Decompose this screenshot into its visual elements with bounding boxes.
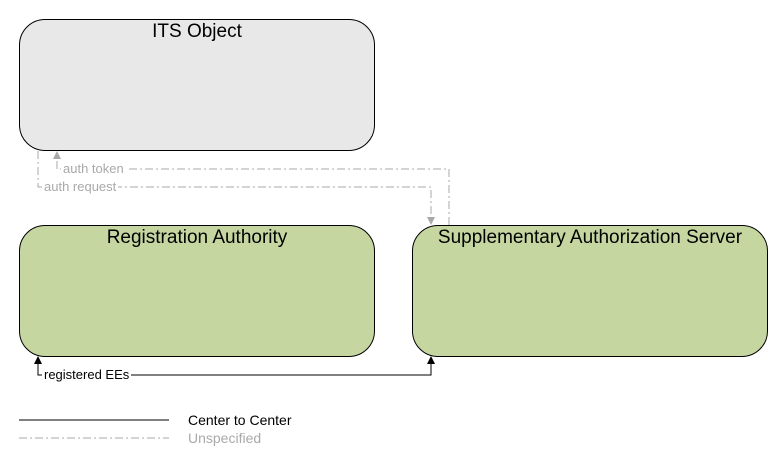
- auth-token-label: auth token: [61, 161, 126, 176]
- its-object-title: ITS Object: [152, 21, 242, 42]
- registration-authority-node: Registration Authority: [19, 225, 375, 357]
- registered-ees-arrowhead-sas: [427, 356, 435, 364]
- auth-request-arrowhead: [427, 217, 435, 225]
- its-object-node: ITS Object: [19, 19, 375, 151]
- registration-authority-title: Registration Authority: [106, 227, 288, 248]
- registered-ees-arrowhead-ra: [34, 356, 42, 364]
- legend-unspecified-label: Unspecified: [188, 430, 262, 446]
- registered-ees-flow-line: [37, 364, 432, 376]
- auth-request-label: auth request: [42, 179, 119, 194]
- auth-request-flow-line: [37, 151, 432, 218]
- supplementary-authorization-server-node: Supplementary Authorization Server: [412, 225, 768, 357]
- registered-ees-label: registered EEs: [42, 367, 132, 382]
- legend-center-to-center-label: Center to Center: [188, 412, 292, 428]
- auth-token-arrowhead: [53, 151, 61, 159]
- auth-token-flow-line: [56, 158, 450, 225]
- supplementary-authorization-server-title: Supplementary Authorization Server: [437, 227, 743, 248]
